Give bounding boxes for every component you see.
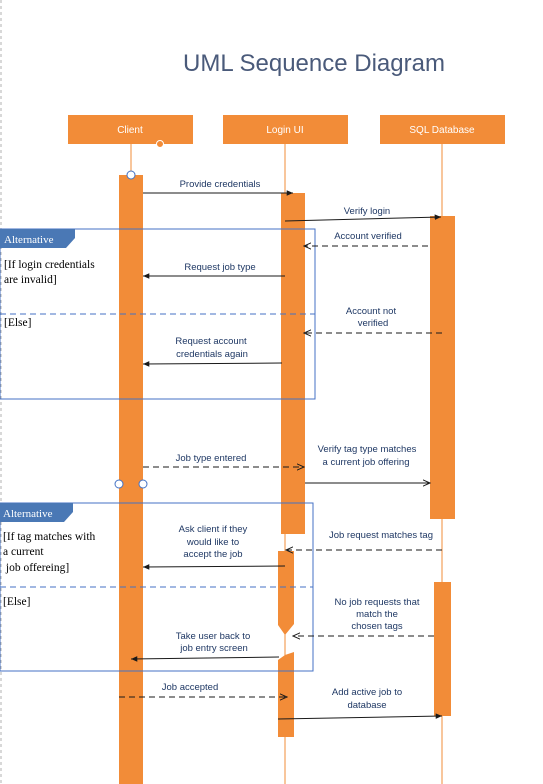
message-request-credentials-again[interactable]: [142, 361, 283, 367]
activation-sql-database-2[interactable]: [434, 582, 451, 716]
lifeline-label-sql-database: SQL Database: [409, 125, 475, 136]
lifeline-label-client: Client: [117, 125, 143, 136]
alt-fragment-1-tag: [0, 229, 75, 248]
activation-login-ui-1[interactable]: [281, 193, 305, 534]
label-job-accepted: Job accepted: [162, 682, 219, 693]
alt-fragment-1-label: Alternative: [4, 234, 54, 246]
activation-login-ui-3[interactable]: [278, 652, 294, 737]
activation-client[interactable]: [119, 175, 143, 784]
message-take-user-back[interactable]: [130, 656, 280, 662]
message-add-active-job[interactable]: [277, 713, 443, 720]
message-verify-login[interactable]: [284, 214, 442, 222]
alt-fragment-2-tag: [0, 503, 73, 522]
alt-fragment-1-else: [Else]: [4, 317, 31, 329]
selection-handle-top[interactable]: [126, 170, 136, 180]
label-job-request-matches: Job request matches tag: [329, 530, 433, 541]
activation-sql-database-1[interactable]: [430, 216, 455, 519]
label-account-verified: Account verified: [334, 231, 402, 242]
diagram-title: UML Sequence Diagram: [183, 50, 445, 77]
activation-login-ui-2[interactable]: [278, 551, 294, 635]
label-provide-credentials: Provide credentials: [180, 179, 261, 190]
lifeline-header-client[interactable]: [68, 115, 193, 144]
lifeline-header-sql-database[interactable]: [380, 115, 505, 144]
alt-fragment-2-label: Alternative: [3, 508, 53, 520]
alt-fragment-2[interactable]: [0, 502, 314, 672]
alt-fragment-1[interactable]: [0, 228, 316, 400]
message-ask-client[interactable]: [142, 564, 286, 570]
lifeline-header-login-ui[interactable]: [223, 115, 348, 144]
selection-handle-right[interactable]: [138, 479, 148, 489]
alt-fragment-2-else: [Else]: [3, 596, 30, 608]
label-request-job-type: Request job type: [184, 262, 255, 273]
label-verify-login: Verify login: [344, 206, 390, 217]
label-job-type-entered: Job type entered: [176, 453, 247, 464]
connector-handle[interactable]: [156, 140, 164, 148]
lifeline-label-login-ui: Login UI: [266, 125, 303, 136]
selection-handle-left[interactable]: [114, 479, 124, 489]
